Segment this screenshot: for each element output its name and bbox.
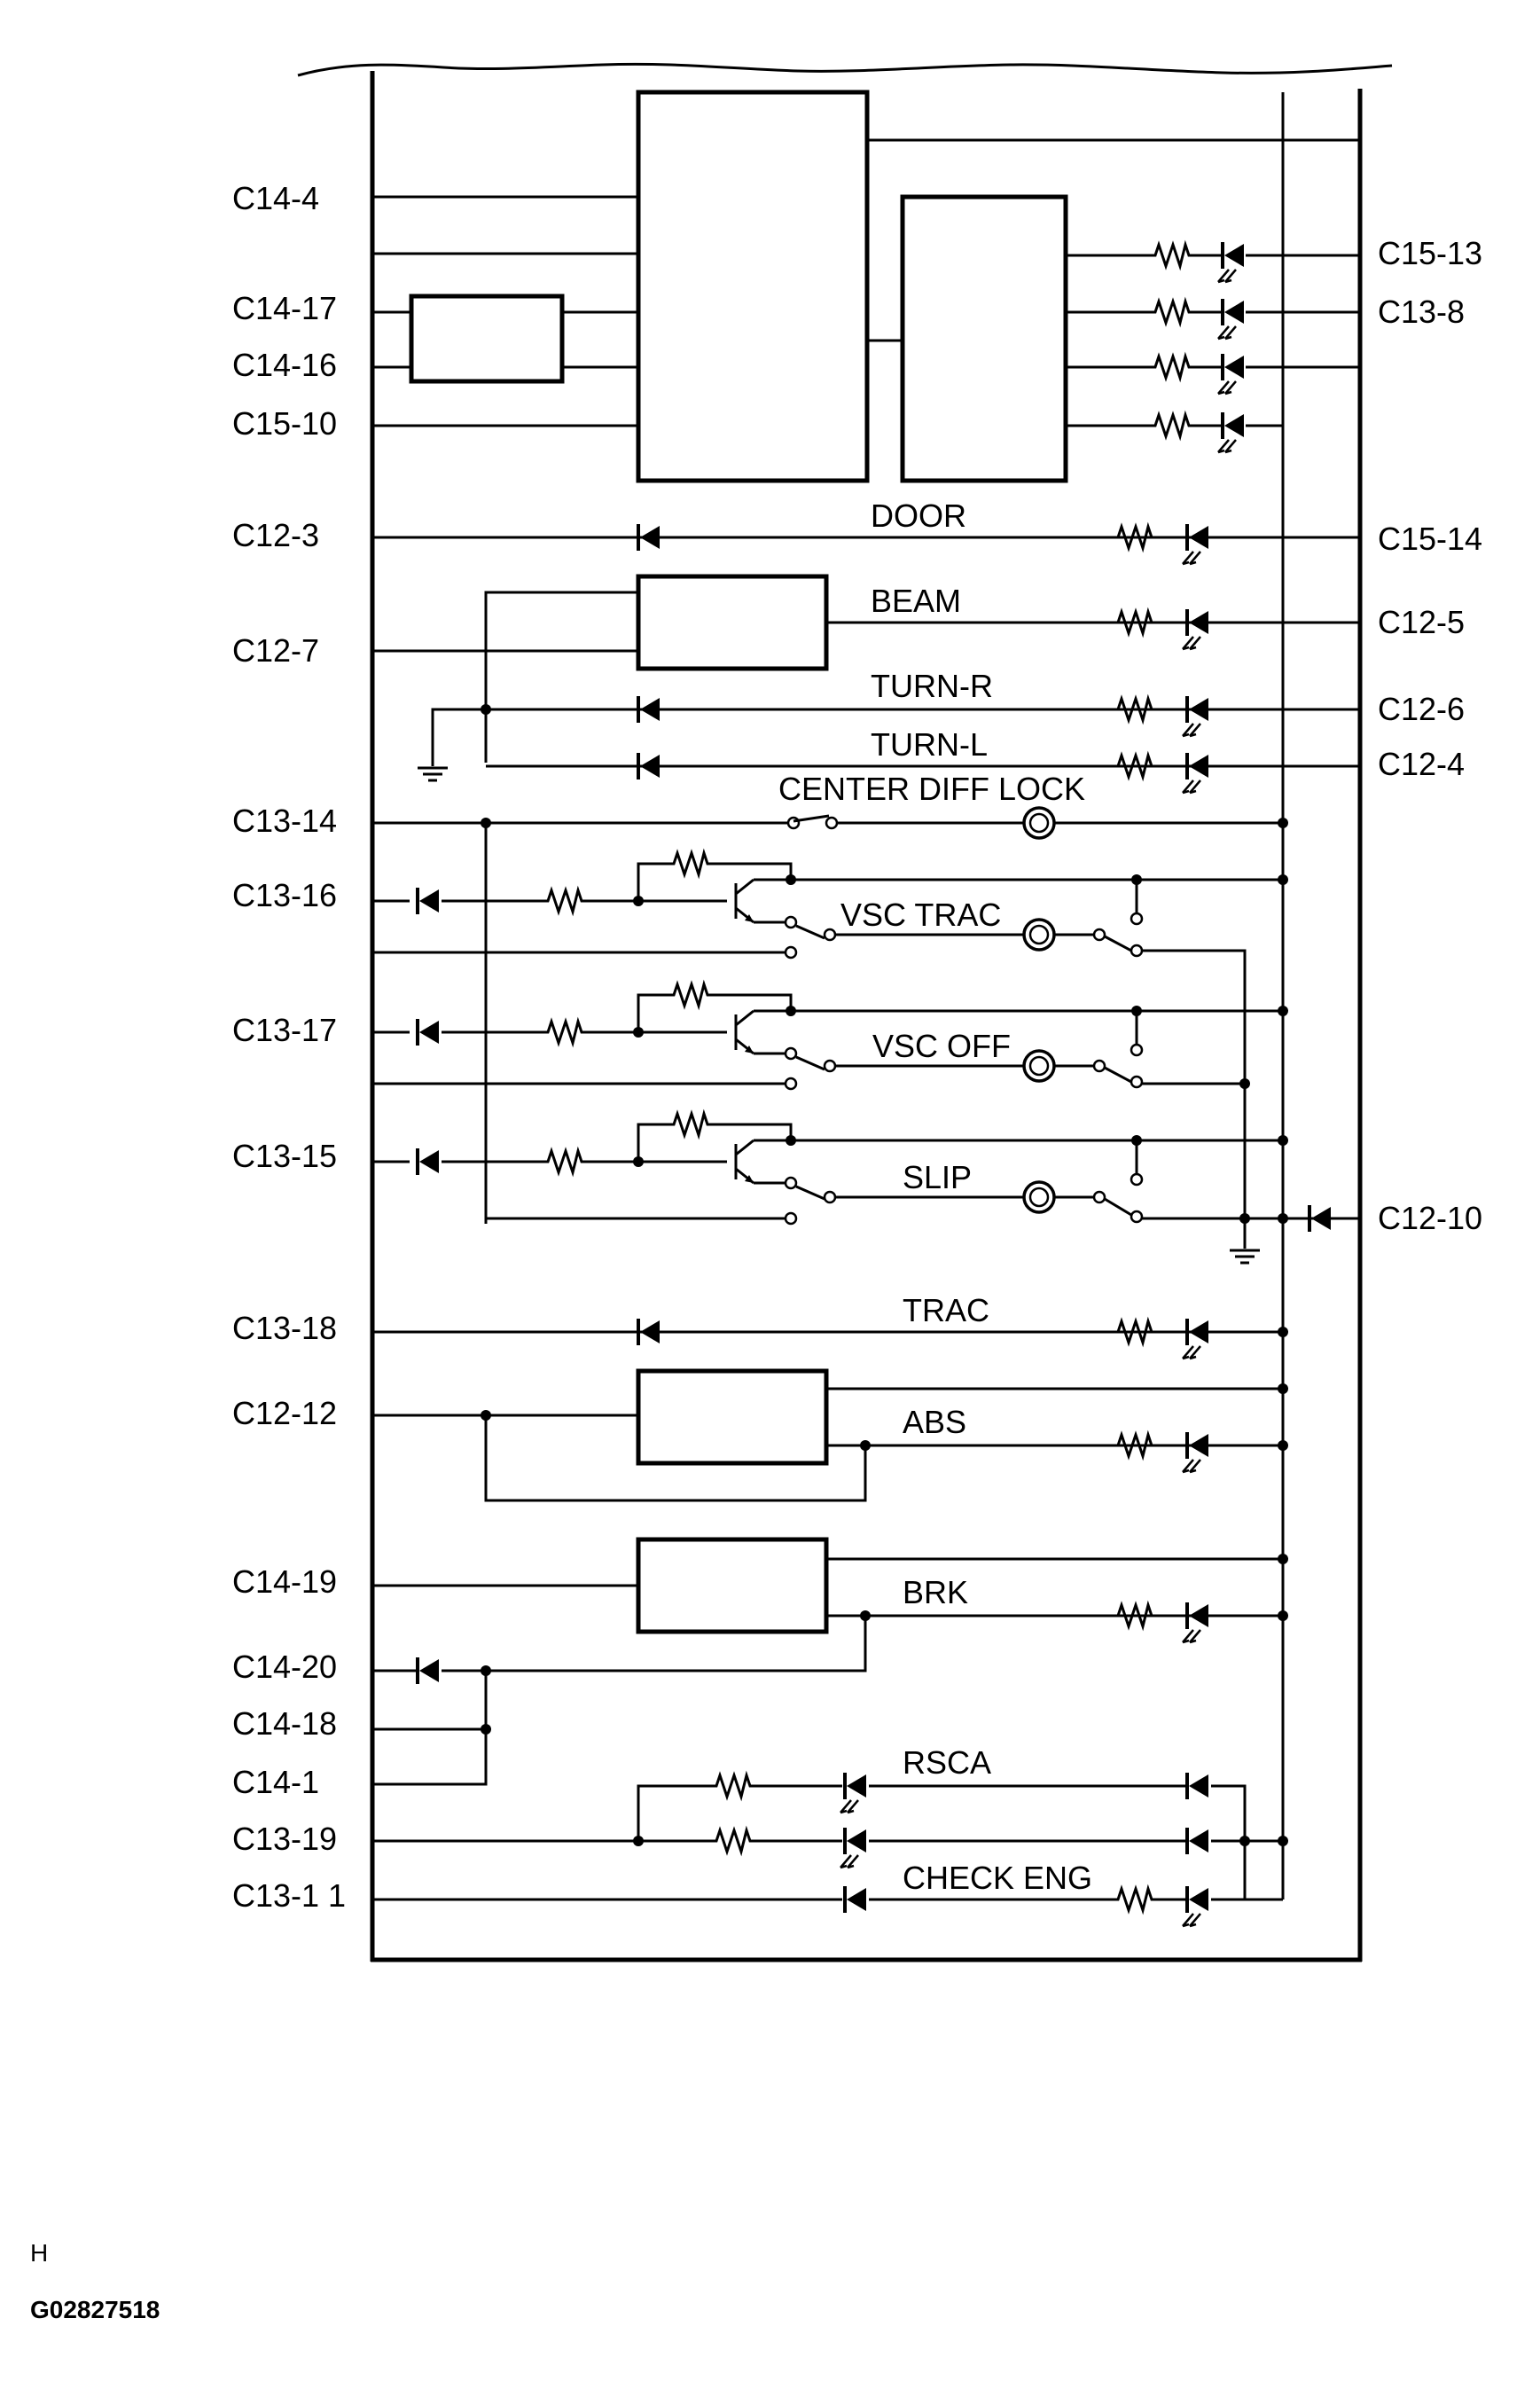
vsc-off-circuit [372, 983, 1288, 1091]
footer-h: H [30, 2239, 48, 2267]
trac-circuit [372, 1317, 1288, 1360]
pin-c13-19: C13-19 [232, 1821, 337, 1857]
pin-c14-18: C14-18 [232, 1705, 337, 1742]
pin-c13-8: C13-8 [1378, 294, 1465, 330]
left-connector-labels: C14-4 C14-17 C14-16 C15-10 C12-3 C12-7 C… [232, 180, 346, 1914]
pin-c13-18: C13-18 [232, 1310, 337, 1346]
torn-top-edge [297, 62, 1393, 77]
label-vsc-trac: VSC TRAC [840, 897, 1001, 933]
figure-code: G02827518 [30, 2296, 160, 2323]
main-ic-block [636, 90, 870, 483]
pin-c13-11: C13-1 1 [232, 1877, 346, 1914]
pin-c14-20: C14-20 [232, 1649, 337, 1685]
pin-c12-4: C12-4 [1378, 746, 1465, 782]
pin-c14-16: C14-16 [232, 347, 337, 383]
turn-circuits [416, 694, 1360, 795]
label-vsc-off: VSC OFF [872, 1028, 1011, 1064]
abs-block [636, 1368, 829, 1466]
beam-circuit [372, 574, 1360, 763]
label-check-eng: CHECK ENG [903, 1860, 1092, 1896]
circuit-labels: DOOR BEAM TURN-R TURN-L CENTER DIFF LOCK… [778, 497, 1092, 1896]
right-connector-labels: C15-13 C13-8 C15-14 C12-5 C12-6 C12-4 C1… [1378, 235, 1482, 1236]
label-beam: BEAM [871, 583, 961, 619]
label-brk: BRK [903, 1574, 968, 1610]
pin-c12-10: C12-10 [1378, 1200, 1482, 1236]
brk-circuit [372, 1537, 1288, 1786]
vsc-trac-circuit [372, 851, 1288, 1218]
check-eng-circuit [372, 1841, 1283, 1928]
center-diff-lock-circuit [372, 806, 1288, 1224]
pin-c13-14: C13-14 [232, 803, 337, 839]
top-indicator-rows [1066, 240, 1360, 454]
label-center-diff-lock: CENTER DIFF LOCK [778, 771, 1085, 807]
c13-19-circuit [372, 1826, 1288, 1869]
label-trac: TRAC [903, 1292, 989, 1328]
meter-driver-block [900, 194, 1068, 483]
abs-circuit [372, 1368, 1288, 1502]
filter-block [409, 294, 565, 384]
pin-c13-15: C13-15 [232, 1138, 337, 1174]
beam-block [636, 574, 829, 671]
pin-c14-4: C14-4 [232, 180, 319, 216]
brk-block [636, 1537, 829, 1634]
slip-circuit [372, 1112, 1288, 1265]
pin-c15-13: C15-13 [1378, 235, 1482, 271]
label-door: DOOR [871, 497, 966, 534]
door-circuit [372, 522, 1360, 566]
label-turn-r: TURN-R [871, 668, 993, 704]
pin-c12-6: C12-6 [1378, 691, 1465, 727]
rsca-circuit [637, 1771, 1247, 1841]
pin-c14-19: C14-19 [232, 1563, 337, 1600]
pin-c12-12: C12-12 [232, 1395, 337, 1431]
pin-c14-1: C14-1 [232, 1764, 319, 1800]
pin-c15-14: C15-14 [1378, 521, 1482, 557]
pin-c12-3: C12-3 [232, 517, 319, 553]
c12-10-input [1245, 1203, 1360, 1234]
pin-c13-17: C13-17 [232, 1012, 337, 1048]
pin-c12-7: C12-7 [232, 632, 319, 669]
pin-c14-17: C14-17 [232, 290, 337, 326]
label-turn-l: TURN-L [871, 726, 988, 763]
pin-c12-5: C12-5 [1378, 604, 1465, 640]
label-rsca: RSCA [903, 1744, 991, 1781]
label-slip: SLIP [903, 1159, 972, 1195]
pin-c13-16: C13-16 [232, 877, 337, 913]
pin-c15-10: C15-10 [232, 405, 337, 442]
label-abs: ABS [903, 1404, 966, 1440]
